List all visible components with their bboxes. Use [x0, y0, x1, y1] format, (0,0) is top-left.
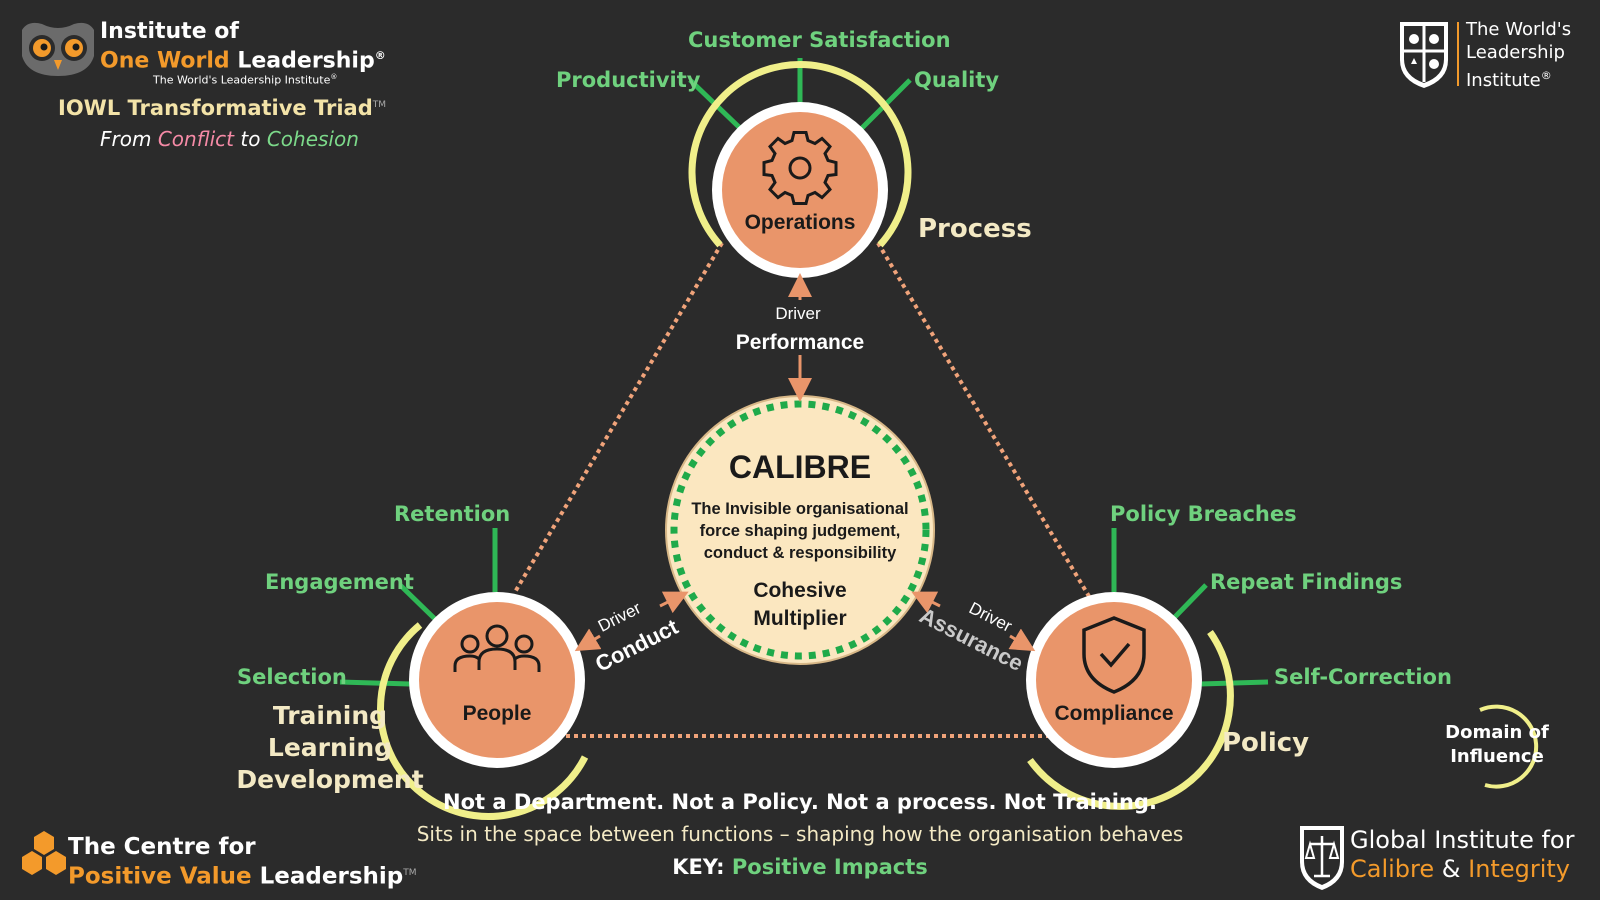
impact-engagement: Engagement: [265, 570, 414, 594]
legend-line1: Domain of: [1445, 722, 1549, 743]
gici-line1: Global Institute for: [1350, 826, 1575, 854]
impact-retention: Retention: [394, 502, 511, 526]
legend-domain-of-influence: Domain of Influence: [1432, 721, 1562, 769]
gici-line2: Calibre & Integrity: [1350, 855, 1574, 884]
gici-calibre: Calibre: [1350, 855, 1435, 883]
arc-people: [377, 622, 589, 820]
brand-line2: One World Leadership®: [100, 44, 386, 73]
calibre-title: CALIBRE: [729, 449, 871, 485]
tr-line1: The World's: [1466, 19, 1572, 40]
calibre-multiplier-line2: Multiplier: [753, 607, 846, 630]
cpvl-line2-part2: Leadership: [259, 863, 404, 890]
impact-productivity: Productivity: [556, 68, 701, 92]
impact-quality: Quality: [914, 68, 1000, 92]
calibre-multiplier-line1: Cohesive: [753, 579, 846, 602]
tr-reg: ®: [1540, 69, 1552, 82]
brand-tagline-text: The World's Leadership Institute: [153, 73, 331, 87]
calibre-desc-line3: conduct & responsibility: [704, 544, 897, 562]
domain-process: Process: [918, 214, 1032, 244]
shield-check-icon: [1082, 616, 1146, 694]
node-compliance: [1036, 602, 1192, 758]
subtitle-from: From: [100, 127, 152, 151]
key-legend: KEY: Positive Impacts: [0, 855, 1600, 879]
node-people: [419, 602, 575, 758]
legend-line2: Influence: [1450, 746, 1544, 767]
edge-operations-compliance: [876, 241, 1092, 600]
impact-self-correction: Self-Correction: [1274, 665, 1452, 689]
calibre-desc-line1: The Invisible organisational: [691, 500, 908, 518]
owl-logo-icon: [22, 22, 94, 76]
domain-development: Development: [236, 765, 424, 794]
spoke-engagement: [398, 583, 438, 622]
node-people-label: People: [463, 702, 532, 725]
subtitle-to: to: [240, 127, 261, 151]
arc-operations: [688, 60, 912, 248]
gear-icon: [762, 131, 838, 205]
brand-line2-part1: One World: [100, 48, 230, 74]
arrow-assurance-left: [911, 591, 941, 614]
impact-policy-breaches: Policy Breaches: [1110, 502, 1297, 526]
edge-operations-people: [513, 241, 724, 594]
tr-line2: Leadership: [1466, 42, 1565, 63]
brand-line1: Institute of: [100, 19, 239, 44]
cpvl-tm: TM: [403, 868, 417, 878]
tr-line3-wrap: Institute®: [1466, 64, 1571, 92]
spoke-repeat-findings: [1170, 583, 1208, 622]
spoke-self-correction: [1199, 679, 1269, 687]
page-title: IOWL Transformative TriadTM: [58, 96, 386, 120]
domain-training: Training: [272, 701, 388, 730]
subtitle-cohesion: Cohesion: [266, 127, 359, 151]
arc-compliance: [1027, 629, 1234, 810]
legend-arc: [1479, 704, 1539, 789]
brand-tagline: The World's Leadership Institute®: [153, 73, 337, 87]
cpvl-line2-part1: Positive Value: [68, 863, 252, 890]
people-icon: [453, 624, 541, 672]
page-subtitle: From Conflict to Cohesion: [100, 127, 359, 151]
domain-people: Training Learning Development: [230, 700, 430, 796]
page-title-text: IOWL Transformative Triad: [58, 96, 373, 120]
node-operations-label: Operations: [745, 211, 856, 234]
top-right-institute: The World's Leadership Institute®: [1466, 18, 1571, 92]
calibre-desc-line2: force shaping judgement,: [700, 522, 901, 540]
cpvl-line1: The Centre for: [68, 834, 256, 860]
brand-name: Institute of One World Leadership®: [100, 20, 386, 73]
hexagon-cluster-icon: [22, 831, 66, 875]
cpvl-line2: Positive Value LeadershipTM: [68, 860, 417, 890]
subtitle-conflict: Conflict: [157, 127, 235, 151]
driver-performance-label: Performance: [736, 331, 864, 354]
page-title-tm: TM: [372, 100, 387, 110]
brand-reg: ®: [374, 49, 386, 62]
tagline-sits-between: Sits in the space between functions – sh…: [416, 822, 1184, 846]
brand-tagline-reg: ®: [330, 73, 338, 81]
impact-selection: Selection: [237, 665, 347, 689]
gici-amp: &: [1441, 855, 1461, 883]
key-label: KEY:: [672, 855, 725, 879]
tagline-not-a: Not a Department. Not a Policy. Not a pr…: [443, 790, 1157, 814]
footer-centre-pvl: The Centre for Positive Value Leadership…: [68, 834, 417, 890]
calibre-dotted-ring: [670, 400, 930, 660]
spoke-selection: [339, 679, 411, 687]
arrow-conduct-right: [659, 591, 689, 614]
domain-learning: Learning: [267, 733, 393, 762]
tr-line3: Institute: [1466, 70, 1541, 91]
node-compliance-label: Compliance: [1054, 702, 1173, 725]
node-operations: [722, 112, 878, 268]
brand-line2-part2: Leadership: [237, 48, 375, 74]
arrow-conduct-left: [574, 628, 602, 652]
impact-customer-satisfaction: Customer Satisfaction: [688, 28, 951, 52]
gici-integrity: Integrity: [1468, 855, 1570, 883]
impact-repeat-findings: Repeat Findings: [1210, 570, 1403, 594]
crest-icon: [1400, 22, 1448, 88]
footer-gici: Global Institute for Calibre & Integrity: [1350, 826, 1574, 884]
driver-performance-small: Driver: [775, 304, 821, 323]
domain-policy: Policy: [1222, 728, 1310, 758]
arrow-assurance-right: [1008, 628, 1036, 652]
key-value: Positive Impacts: [731, 855, 928, 879]
scales-crest-icon: [1300, 826, 1344, 890]
